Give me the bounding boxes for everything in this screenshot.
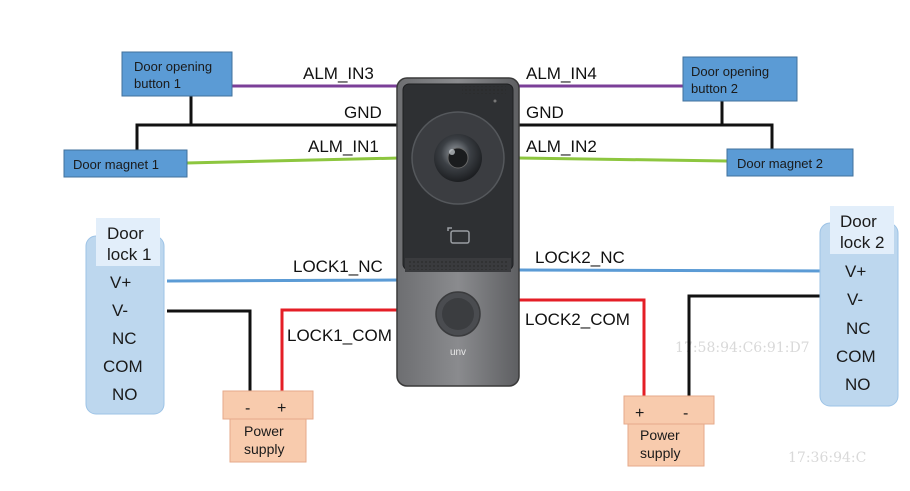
door-opening-button-2: Door opening button 2: [682, 56, 798, 102]
wire-alm-in2: [517, 156, 728, 163]
door-lock-1-terminal-com: COM: [103, 357, 143, 376]
power-supply-2-minus: -: [683, 405, 688, 422]
door-magnet-1-label: Door magnet 1: [73, 157, 159, 172]
label-lock2-nc: LOCK2_NC: [535, 248, 625, 267]
door-lock-2: Door lock 2 V+ V- NC COM NO: [819, 206, 899, 407]
door-magnet-2: Door magnet 2: [726, 148, 854, 177]
card-reader-icon: [447, 227, 470, 244]
door-magnet-1: Door magnet 1: [63, 149, 188, 178]
power-supply-1-label-2: supply: [244, 441, 284, 457]
wire-lock1-v-minus: [167, 309, 252, 394]
door-lock-2-terminal-nc: NC: [846, 319, 871, 338]
power-supply-2-label-1: Power: [640, 427, 680, 443]
door-opening-button-1-line1: Door opening: [134, 59, 212, 74]
door-lock-2-terminal-no: NO: [845, 375, 871, 394]
power-supply-1-plus: +: [277, 400, 286, 417]
door-magnet-2-label: Door magnet 2: [737, 156, 823, 171]
wire-alm-in1: [185, 156, 401, 165]
brand-logo: unv: [450, 347, 466, 358]
wire-lock1-com: [280, 308, 400, 394]
wire-lock1-nc: [166, 278, 401, 283]
door-lock-2-title-2: lock 2: [840, 233, 884, 252]
door-opening-button-2-line1: Door opening: [691, 64, 769, 79]
label-alm-in3: ALM_IN3: [303, 64, 374, 83]
door-lock-2-terminal-v-minus: V-: [847, 290, 863, 309]
watermark-2: 17:36:94:C: [788, 450, 866, 466]
watermark-1: 17:58:94:C6:91:D7: [675, 340, 810, 356]
top-speaker-grill: [462, 86, 506, 94]
door-lock-1-title-1: Door: [107, 224, 144, 243]
wire-gnd-left: [135, 123, 400, 152]
door-lock-1-terminal-v-minus: V-: [112, 301, 128, 320]
label-alm-in2: ALM_IN2: [526, 137, 597, 156]
power-supply-1-minus: -: [245, 400, 250, 417]
door-lock-1-terminal-v-plus: V+: [110, 273, 131, 292]
door-lock-2-title-1: Door: [840, 212, 877, 231]
door-lock-2-terminal-v-plus: V+: [845, 262, 866, 281]
intercom-panel: unv: [396, 77, 520, 387]
power-supply-1-label-1: Power: [244, 423, 284, 439]
label-gnd-left: GND: [344, 103, 382, 122]
middle-speaker-grill: [407, 260, 509, 270]
power-supply-2: + - Power supply: [623, 395, 715, 467]
door-opening-button-1: Door opening button 1: [121, 51, 233, 97]
label-alm-in1: ALM_IN1: [308, 137, 379, 156]
door-opening-button-2-line2: button 2: [691, 81, 738, 96]
wire-lock2-v-minus: [687, 294, 826, 397]
wire-gnd-right: [518, 123, 774, 152]
label-gnd-right: GND: [526, 103, 564, 122]
power-supply-1: - + Power supply: [222, 390, 314, 463]
door-lock-1: Door lock 1 V+ V- NC COM NO: [85, 218, 165, 415]
power-supply-2-label-2: supply: [640, 445, 680, 461]
door-lock-1-terminal-nc: NC: [112, 329, 137, 348]
door-lock-1-title-2: lock 1: [107, 245, 151, 264]
label-lock1-nc: LOCK1_NC: [293, 257, 383, 276]
wire-lock2-nc: [517, 268, 833, 273]
label-lock1-com: LOCK1_COM: [287, 326, 392, 345]
wire-lock2-com: [518, 298, 646, 397]
power-supply-2-plus: +: [635, 405, 644, 422]
label-lock2-com: LOCK2_COM: [525, 310, 630, 329]
door-lock-1-terminal-no: NO: [112, 385, 138, 404]
door-lock-2-terminal-com: COM: [836, 347, 876, 366]
indicator-led: [493, 99, 497, 103]
door-opening-button-1-line2: button 1: [134, 76, 181, 91]
label-alm-in4: ALM_IN4: [526, 64, 597, 83]
